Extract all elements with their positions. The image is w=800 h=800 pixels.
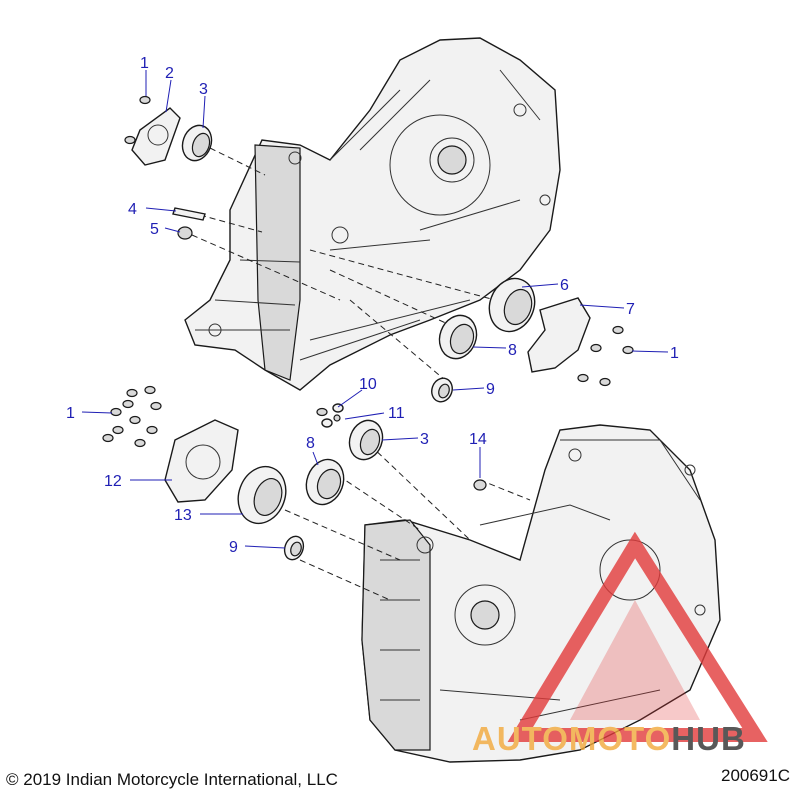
part-seal-3-upper: [181, 124, 213, 162]
callout-7: 7: [626, 301, 635, 318]
copyright-notice: © 2019 Indian Motorcycle International, …: [6, 770, 338, 789]
part-gasket-12: [164, 419, 239, 503]
callout-11: 11: [388, 405, 405, 422]
callout-3-upper: 3: [199, 81, 208, 98]
callout-9-upper: 9: [486, 381, 495, 398]
part-washers-10-11: [316, 403, 344, 428]
part-bearing-13: [237, 465, 287, 525]
upper-crankcase-half: [184, 37, 561, 391]
callout-10: 10: [359, 376, 377, 393]
part-oring-9-upper: [431, 377, 453, 403]
watermark-logo: AUTOMOTOHUB: [472, 531, 768, 757]
callout-2: 2: [165, 65, 174, 82]
callout-1-top: 1: [140, 55, 149, 72]
callout-1-right: 1: [670, 345, 679, 362]
callout-leader-lines: [81, 70, 669, 549]
callout-12: 12: [104, 473, 122, 490]
watermark-triangle: [507, 531, 768, 742]
part-pin-4: [172, 207, 206, 221]
watermark-text: AUTOMOTOHUB: [472, 720, 746, 757]
callout-4: 4: [128, 201, 137, 218]
callout-labels: 1 2 3 4 5 6 7 8 1 9 10 11 1 8 3 14 12 13…: [66, 55, 679, 556]
callout-6: 6: [560, 277, 569, 294]
lower-crankcase-half: [361, 424, 721, 763]
callout-9-lower: 9: [229, 539, 238, 556]
part-bolts-right: [577, 325, 634, 387]
callout-3-lower: 3: [420, 431, 429, 448]
part-bolts-left-group: [102, 385, 162, 448]
part-dowel-5: [177, 226, 193, 240]
callout-13: 13: [174, 507, 192, 524]
part-retainer-plate-7: [527, 297, 591, 373]
part-oring-9-lower: [283, 535, 305, 561]
part-seal-8-upper: [438, 314, 478, 360]
callout-5: 5: [150, 221, 159, 238]
callout-8-lower: 8: [306, 435, 315, 452]
part-seal-3-lower: [348, 419, 384, 461]
callout-1-left: 1: [66, 405, 75, 422]
part-bolts-upper-left: [124, 95, 151, 145]
assembly-center-lines: [191, 147, 531, 601]
part-bearing-6: [488, 277, 536, 333]
part-gasket-plate-2: [131, 107, 181, 166]
callout-8-upper: 8: [508, 342, 517, 359]
part-plug-14: [473, 479, 487, 491]
callout-14: 14: [469, 431, 487, 448]
part-seal-8-lower: [305, 458, 345, 506]
figure-code: 200691C: [720, 766, 790, 785]
